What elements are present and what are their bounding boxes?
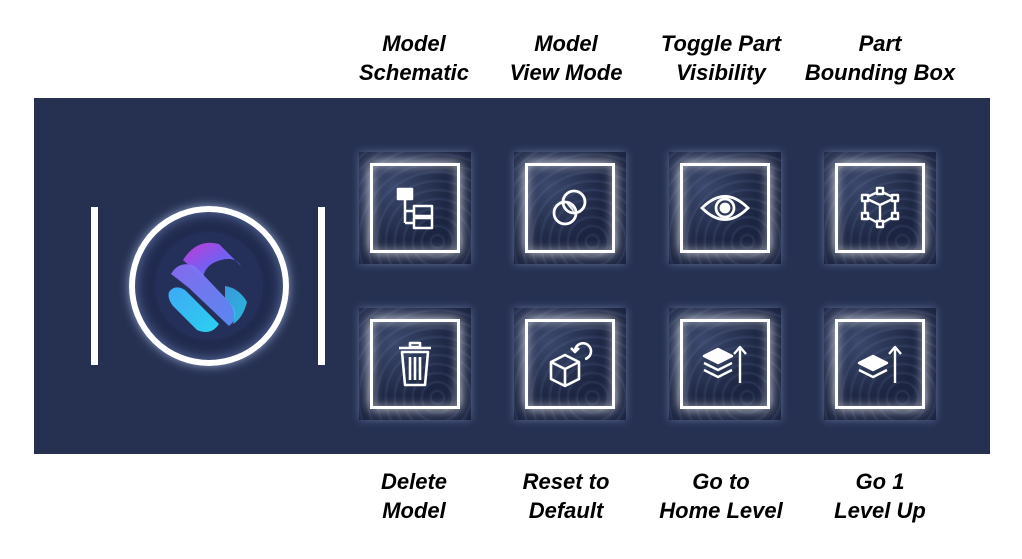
model-view-mode-button[interactable] (514, 152, 626, 264)
app-logo (129, 206, 289, 366)
caption-go-1-level-up: Go 1 Level Up (834, 469, 926, 523)
layers-up-icon (857, 345, 902, 383)
toggle-part-visibility-button[interactable] (669, 152, 781, 264)
model-schematic-button[interactable] (359, 152, 471, 264)
delete-model-button[interactable] (359, 308, 471, 420)
schematic-tree-icon (396, 187, 434, 230)
caption-model-schematic: Model Schematic (358, 31, 470, 85)
left-divider (91, 207, 98, 365)
layers-home-up-icon (702, 345, 747, 383)
eye-icon (700, 195, 750, 221)
bounding-box-cube-icon (860, 186, 900, 229)
right-divider (318, 207, 325, 365)
go-to-home-level-button[interactable] (669, 308, 781, 420)
part-bounding-box-button[interactable] (824, 152, 936, 264)
go-1-level-up-button[interactable] (824, 308, 936, 420)
caption-model-view-mode: Model View Mode (509, 31, 623, 85)
overlapping-circles-icon (552, 189, 587, 226)
caption-go-to-home-level: Go to Home Level (659, 469, 783, 523)
stylized-s-logo-icon (155, 232, 263, 340)
reset-to-default-button[interactable] (514, 308, 626, 420)
caption-reset-to-default: Reset to Default (522, 469, 610, 523)
trash-can-icon (399, 341, 431, 387)
caption-toggle-part-visibility: Toggle Part Visibility (660, 31, 782, 85)
caption-delete-model: Delete Model (380, 469, 448, 523)
cube-reset-icon (549, 342, 593, 388)
caption-part-bounding-box: Part Bounding Box (804, 31, 956, 85)
